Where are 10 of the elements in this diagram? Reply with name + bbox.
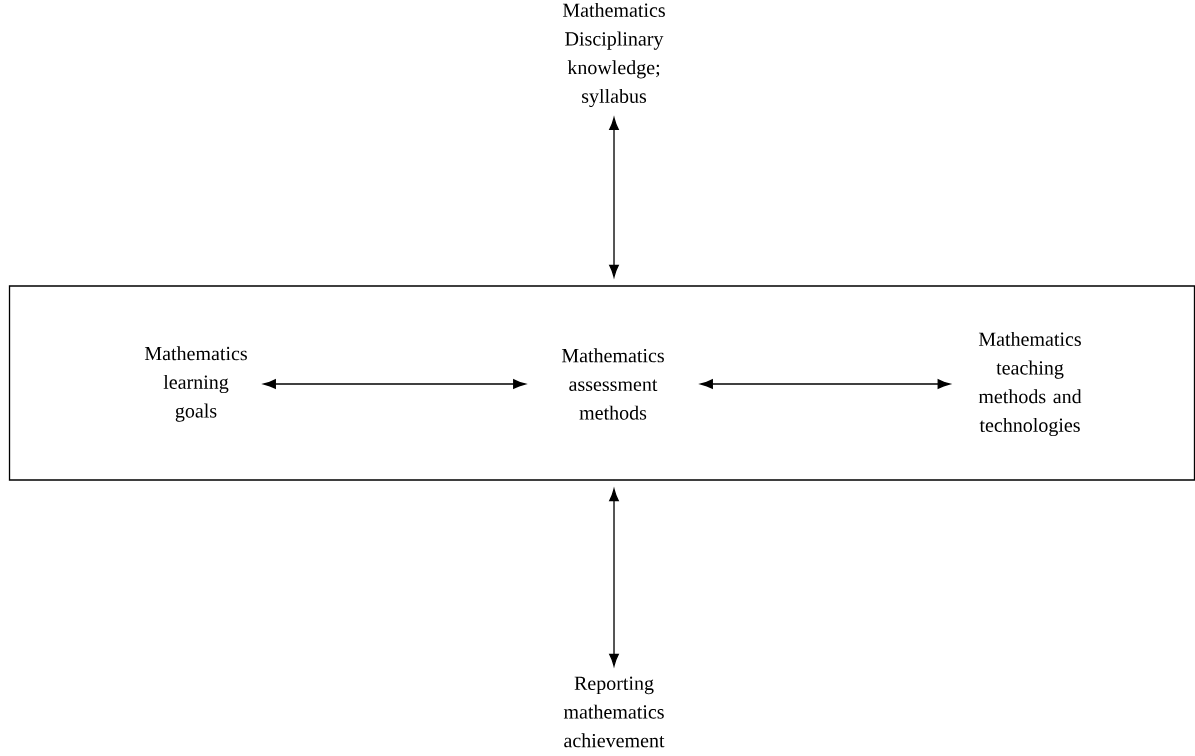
double-arrow (609, 488, 619, 667)
text-label: Reporting mathematics achievement (563, 676, 665, 748)
double-arrow (609, 117, 619, 278)
text-label: Mathematics Disciplinary knowledge; syllabus (562, 2, 665, 108)
double-arrow (263, 379, 526, 389)
double-arrow (700, 379, 951, 389)
text-label: Mathematics assessment methods (561, 348, 664, 420)
frame-box (8, 285, 1195, 481)
text-label: Mathematics learning goals (144, 346, 247, 422)
text-label: Mathematics teaching methods and technologies (978, 331, 1082, 437)
